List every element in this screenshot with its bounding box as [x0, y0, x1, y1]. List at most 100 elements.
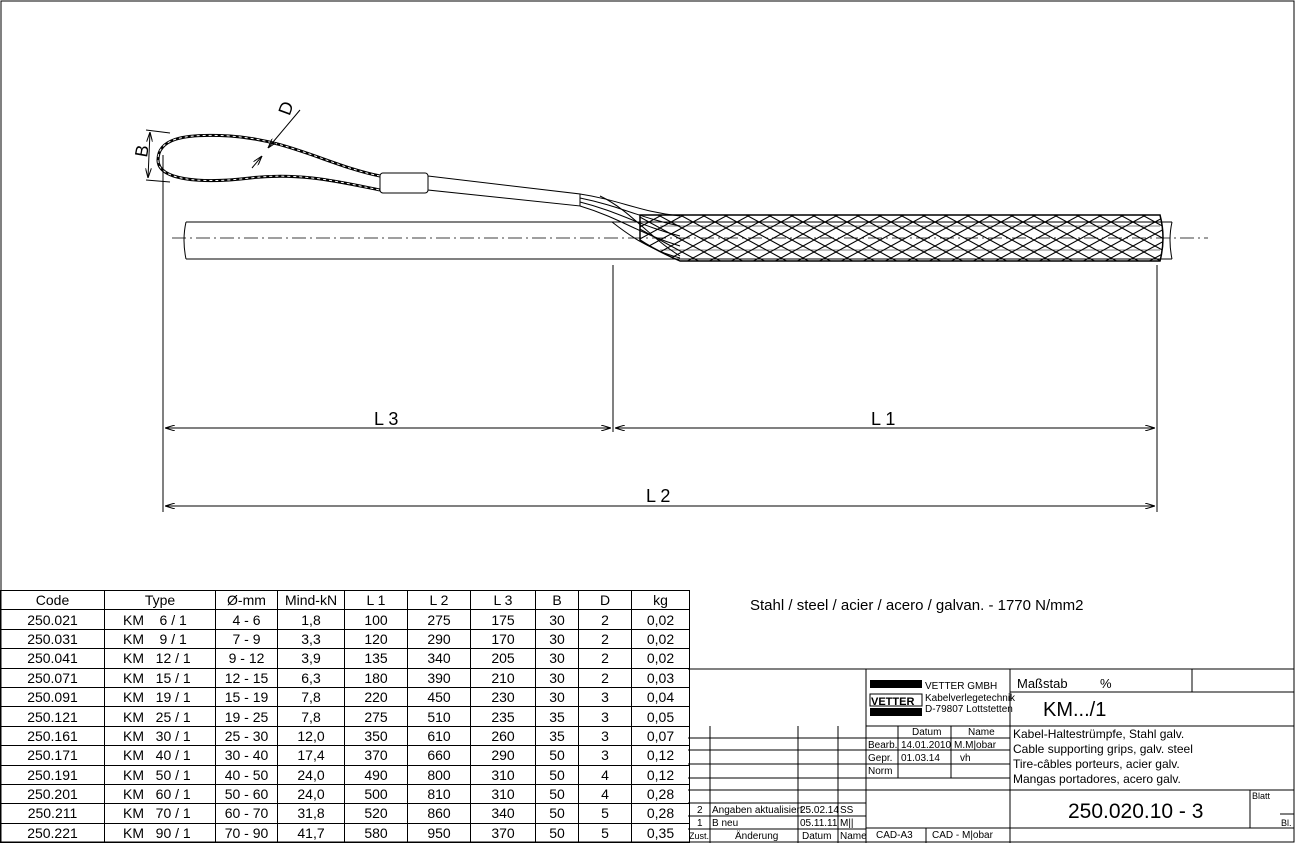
- table-cell: 7,8: [277, 706, 345, 727]
- table-cell: 70 - 90: [215, 822, 278, 843]
- scale-label: Maßstab: [1017, 676, 1068, 691]
- table-cell: 24,0: [277, 783, 345, 805]
- table-cell: 30: [535, 667, 579, 688]
- table-cell: 12,0: [277, 725, 345, 747]
- table-cell: 3: [578, 745, 632, 766]
- table-cell: 0,28: [631, 803, 690, 824]
- table-header-cell: L 1: [344, 589, 408, 611]
- table-cell: 235: [470, 706, 536, 727]
- table-cell: 180: [344, 667, 408, 688]
- hdr-aenderung: Änderung: [735, 831, 779, 842]
- table-cell: 35: [535, 725, 579, 747]
- table-cell: 520: [344, 803, 408, 824]
- table-cell: 100: [344, 609, 408, 630]
- company-address: D-79807 Lottstetten: [925, 704, 1013, 715]
- material-note: Stahl / steel / acier / acero / galvan. …: [750, 597, 1084, 614]
- table-cell: 0,02: [631, 648, 690, 669]
- table-cell: 60 - 70: [215, 803, 278, 824]
- gepr-date: 01.03.14: [901, 753, 940, 764]
- table-cell: 250.041: [0, 648, 105, 669]
- table-cell: 250.021: [0, 609, 105, 630]
- table-cell: KM 90 / 1: [104, 822, 216, 843]
- table-cell: 7,8: [277, 686, 345, 708]
- cad-format: CAD-A3: [876, 830, 913, 841]
- table-cell: 0,04: [631, 686, 690, 708]
- table-cell: 250.221: [0, 822, 105, 843]
- table-cell: 170: [470, 628, 536, 650]
- table-cell: 7 - 9: [215, 628, 278, 650]
- rev2-no: 2: [697, 805, 703, 816]
- table-cell: 290: [407, 628, 471, 650]
- table-header-cell: L 3: [470, 589, 536, 611]
- table-cell: KM 9 / 1: [104, 628, 216, 650]
- table-cell: 3,9: [277, 648, 345, 669]
- table-cell: 210: [470, 667, 536, 688]
- table-cell: 275: [407, 609, 471, 630]
- table-cell: KM 12 / 1: [104, 648, 216, 669]
- rev1-text: B neu: [712, 818, 739, 829]
- bearb-label: Bearb.: [868, 740, 898, 751]
- bl-label: Bl.: [1281, 818, 1292, 828]
- table-cell: 500: [344, 783, 408, 805]
- svg-text:VETTER: VETTER: [871, 696, 914, 708]
- table-cell: KM 25 / 1: [104, 706, 216, 727]
- table-cell: 0,03: [631, 667, 690, 688]
- blatt-label: Blatt: [1252, 791, 1271, 801]
- table-cell: 580: [344, 822, 408, 843]
- dim-label-l3: L 3: [374, 409, 398, 429]
- table-cell: 510: [407, 706, 471, 727]
- table-cell: 390: [407, 667, 471, 688]
- table-cell: 30: [535, 628, 579, 650]
- table-cell: 350: [344, 725, 408, 747]
- table-cell: 2: [578, 648, 632, 669]
- table-header-cell: L 2: [407, 589, 471, 611]
- table-cell: 310: [470, 783, 536, 805]
- table-cell: 250.091: [0, 686, 105, 708]
- table-cell: 50: [535, 803, 579, 824]
- table-header-cell: Mind-kN: [277, 589, 345, 611]
- table-cell: 40 - 50: [215, 764, 278, 785]
- table-cell: KM 60 / 1: [104, 783, 216, 805]
- table-cell: 15 - 19: [215, 686, 278, 708]
- dim-label-l1: L 1: [871, 409, 895, 429]
- table-cell: 860: [407, 803, 471, 824]
- rev1-date: 05.11.11: [800, 818, 838, 829]
- gepr-name: vh: [960, 753, 971, 764]
- part-name: KM.../1: [1043, 699, 1107, 721]
- table-cell: 30: [535, 609, 579, 630]
- table-cell: 275: [344, 706, 408, 727]
- table-cell: 3: [578, 725, 632, 747]
- col-name: Name: [968, 727, 995, 738]
- table-cell: 17,4: [277, 745, 345, 766]
- hdr-zust: Zust.: [689, 831, 710, 841]
- dim-label-b: B: [131, 143, 153, 158]
- table-cell: 2: [578, 667, 632, 688]
- table-header-cell: Type: [104, 589, 216, 611]
- table-cell: 950: [407, 822, 471, 843]
- table-header-cell: B: [535, 589, 579, 611]
- table-cell: 50: [535, 822, 579, 843]
- table-cell: 0,07: [631, 725, 690, 747]
- table-cell: 120: [344, 628, 408, 650]
- table-cell: 250.071: [0, 667, 105, 688]
- table-cell: 9 - 12: [215, 648, 278, 669]
- table-cell: 5: [578, 803, 632, 824]
- desc-fr: Tire-câbles porteurs, acier galv.: [1013, 757, 1180, 771]
- table-cell: 30 - 40: [215, 745, 278, 766]
- table-cell: 12 - 15: [215, 667, 278, 688]
- table-cell: KM 40 / 1: [104, 745, 216, 766]
- table-cell: 4: [578, 764, 632, 785]
- table-cell: 4 - 6: [215, 609, 278, 630]
- table-cell: 610: [407, 725, 471, 747]
- table-cell: KM 6 / 1: [104, 609, 216, 630]
- grip-mesh: [639, 214, 1164, 262]
- desc-de: Kabel-Haltestrümpfe, Stahl galv.: [1013, 727, 1185, 741]
